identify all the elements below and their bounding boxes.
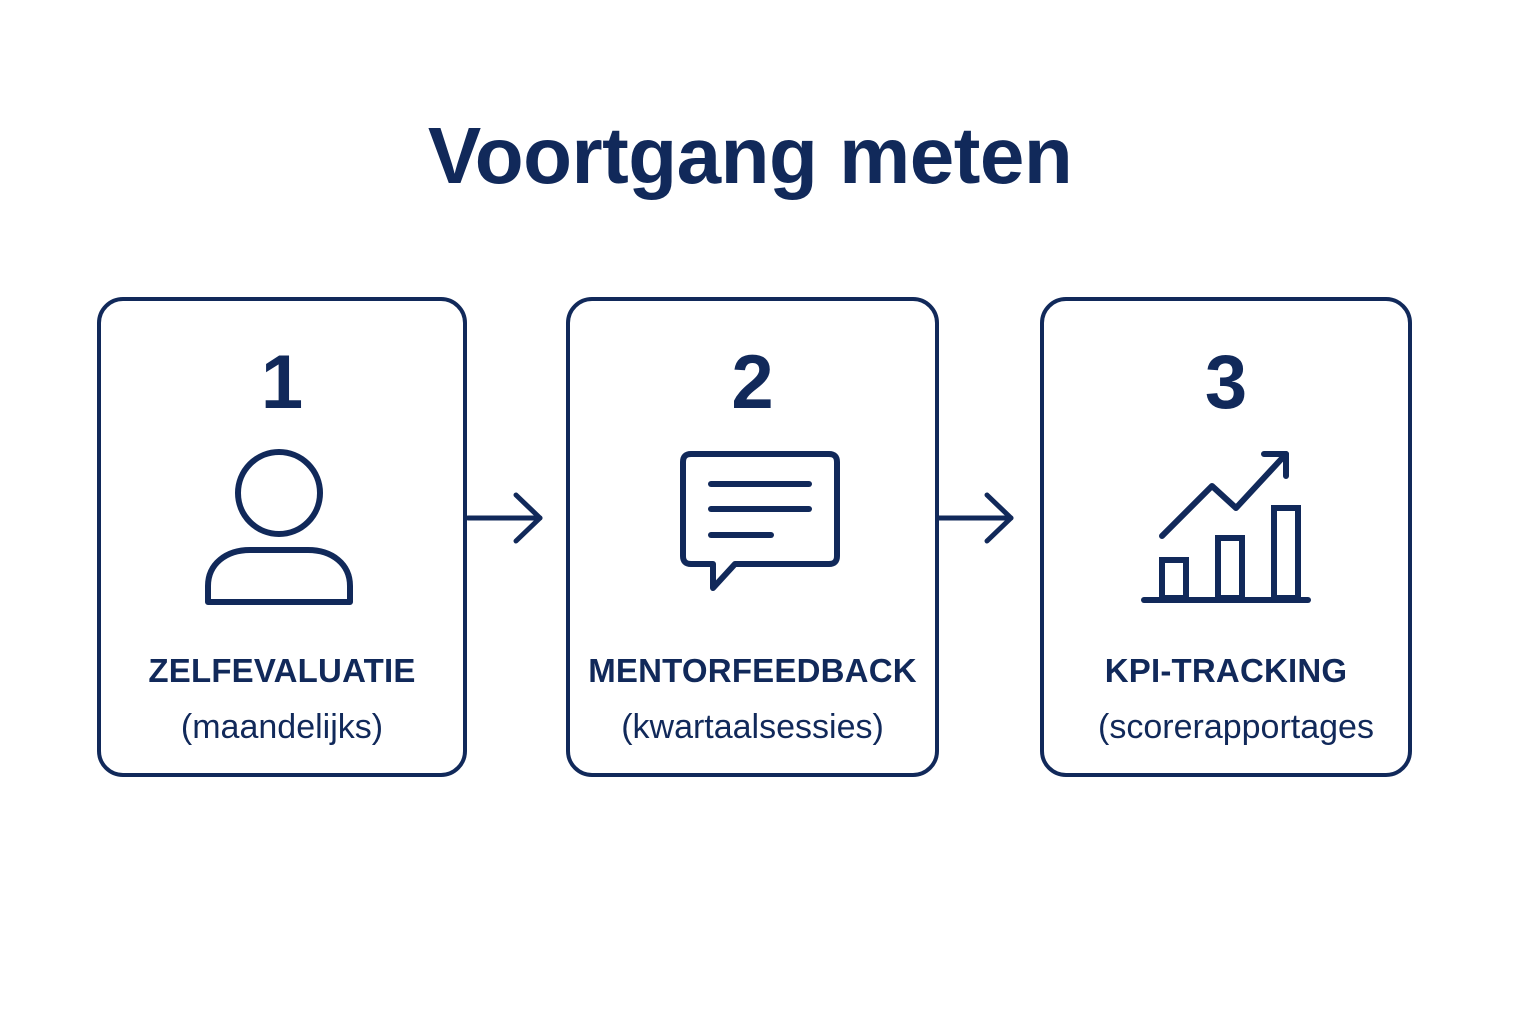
step-label: MENTORFEEDBACK bbox=[588, 652, 917, 689]
bar-chart-trend-icon bbox=[1141, 451, 1311, 603]
step-label: KPI-TRACKING bbox=[1104, 652, 1348, 689]
step-number: 3 bbox=[1204, 340, 1248, 425]
step-card-1: 1 ZELFEVALUATIE (maandelijks) bbox=[97, 297, 467, 777]
step-frequency: (scorerapportages bbox=[1098, 708, 1374, 746]
step-frequency: (maandelijks) bbox=[180, 708, 384, 746]
person-icon bbox=[205, 449, 353, 605]
arrow-right-icon bbox=[466, 492, 543, 544]
arrow-right-icon bbox=[937, 492, 1014, 544]
step-number: 2 bbox=[731, 340, 774, 425]
step-label: ZELFEVALUATIE bbox=[148, 652, 416, 689]
step-card-3: 3 KPI-TRACKING (scorerapportages bbox=[1040, 297, 1412, 777]
step-card-2: 2 MENTORFEEDBACK (kwartaalsessies) bbox=[566, 297, 939, 777]
step-number: 1 bbox=[260, 340, 304, 425]
step-frequency: (kwartaalsessies) bbox=[621, 708, 884, 746]
page-title: Voortgang meten bbox=[427, 111, 1073, 200]
speech-bubble-icon bbox=[679, 451, 840, 591]
